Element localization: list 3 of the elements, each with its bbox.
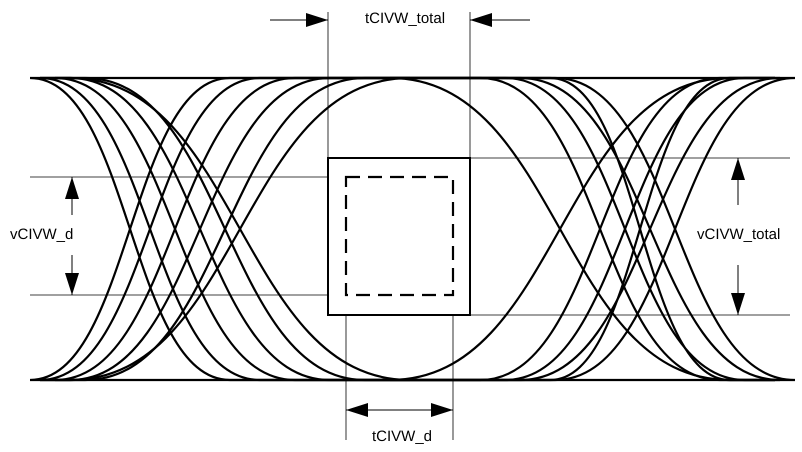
dimension-label: vCIVW_d [8,226,76,243]
dimension-label: tCIVW_total [363,10,448,27]
dimension-label: vCIVW_total [695,226,782,243]
